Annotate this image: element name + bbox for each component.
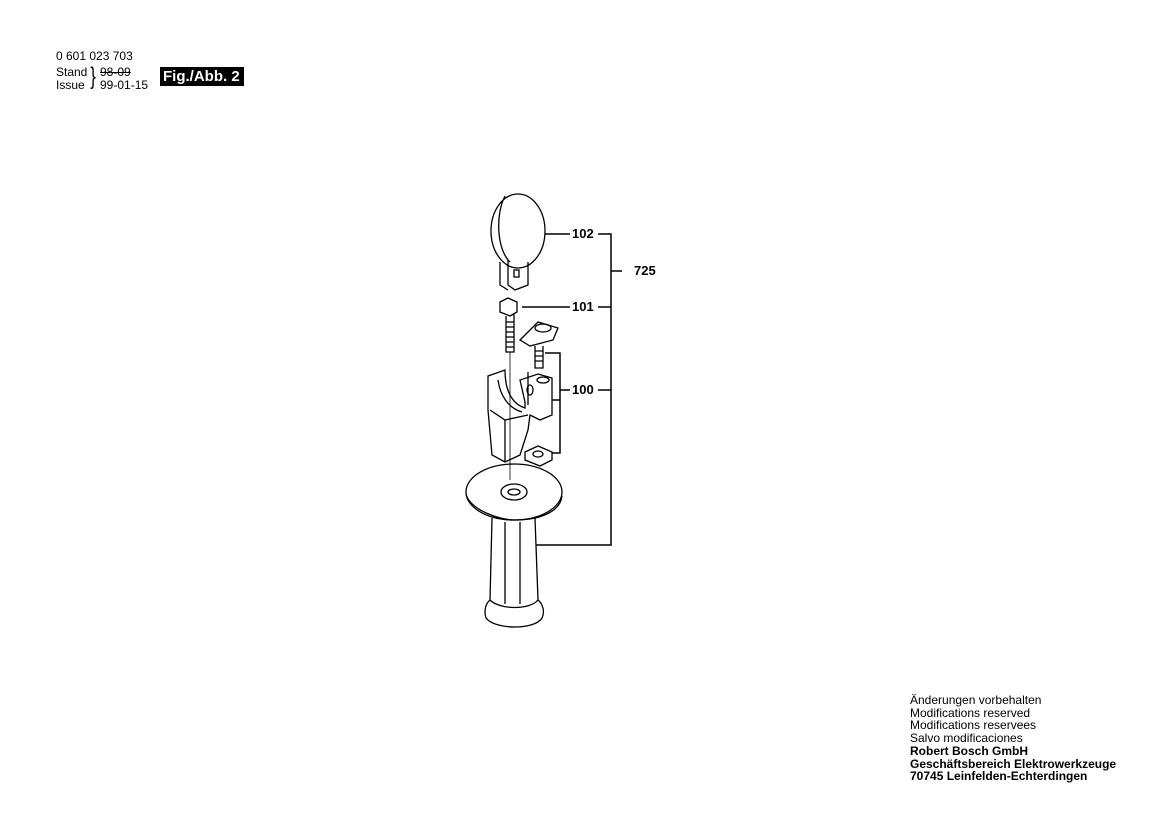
wing-screw-drawing [518, 321, 559, 369]
footer-line-es: Salvo modificaciones [910, 731, 1023, 746]
square-nut-drawing [524, 445, 553, 467]
stand-value: 98-09 [100, 65, 131, 79]
footer-notice: Änderungen vorbehalten Modifications res… [910, 694, 1116, 783]
callout-102: 102 [572, 226, 594, 241]
callout-101: 101 [572, 299, 594, 314]
issue-value: 99-01-15 [100, 78, 149, 92]
figure-label: Fig./Abb. 2 [160, 67, 244, 86]
footer-line-fr: Modifications reservees [910, 718, 1037, 733]
callout-100: 100 [572, 382, 594, 397]
side-handle-drawing [465, 463, 563, 628]
bolt-101-drawing [499, 297, 518, 353]
footer-line-en: Modifications reserved [910, 705, 1031, 720]
brace-icon: } [90, 63, 96, 90]
issue-label: Issue [56, 78, 85, 92]
clamp-band-102-drawing [490, 193, 546, 291]
footer-address: 70745 Leinfelden-Echterdingen [910, 769, 1088, 784]
part-number: 0 601 023 703 [56, 49, 133, 63]
leader-lines [522, 233, 622, 546]
footer-division: Geschäftsbereich Elektrowerkzeuge [910, 756, 1117, 771]
stand-label: Stand [56, 65, 88, 79]
footer-company: Robert Bosch GmbH [910, 743, 1029, 758]
callout-725: 725 [634, 263, 656, 278]
holder-100-drawing [487, 369, 553, 463]
footer-line-de: Änderungen vorbehalten [910, 693, 1042, 707]
